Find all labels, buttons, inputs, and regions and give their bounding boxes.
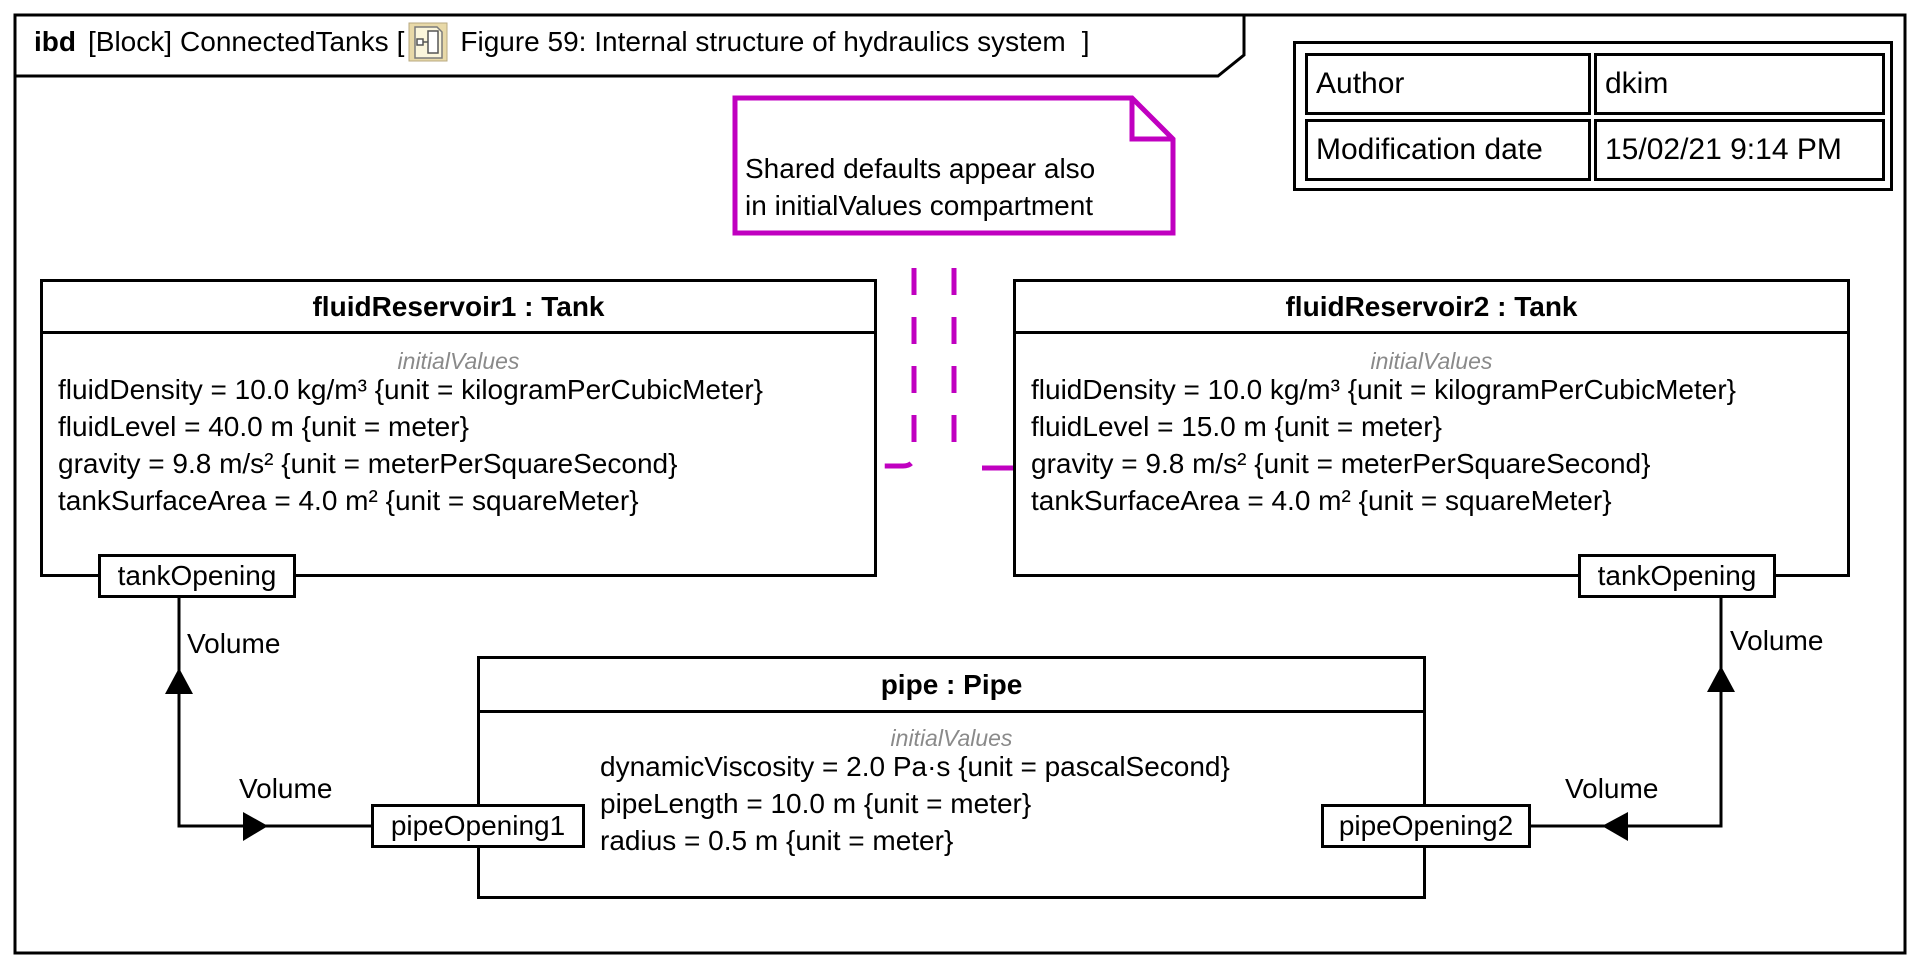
port-pipe-opening-1[interactable]: pipeOpening1 bbox=[371, 804, 585, 848]
info-value-modification-date: 15/02/21 9:14 PM bbox=[1594, 119, 1885, 181]
frame-close-bracket: ] bbox=[1081, 26, 1090, 57]
attribute-tank-surface-area: tankSurfaceArea = 4.0 m² {unit = squareM… bbox=[1031, 485, 1612, 516]
block-fluid-reservoir-2[interactable]: fluidReservoir2 : Tank initialValues flu… bbox=[1013, 279, 1850, 577]
attribute-gravity: gravity = 9.8 m/s² {unit = meterPerSquar… bbox=[1031, 448, 1651, 479]
note-shape bbox=[732, 95, 1176, 236]
attribute-fluid-level: fluidLevel = 40.0 m {unit = meter} bbox=[58, 411, 469, 442]
flow-arrow-left-right bbox=[1602, 812, 1628, 841]
info-label-author: Author bbox=[1305, 53, 1591, 115]
flow-arrow-up-right bbox=[1707, 666, 1735, 692]
attribute-tank-surface-area: tankSurfaceArea = 4.0 m² {unit = squareM… bbox=[58, 485, 639, 516]
attribute-radius: radius = 0.5 m {unit = meter} bbox=[600, 825, 954, 856]
note-anchor-left bbox=[876, 268, 917, 469]
block-title: fluidReservoir1 : Tank bbox=[43, 282, 874, 334]
info-value-author: dkim bbox=[1594, 53, 1885, 115]
port-tank-opening-1[interactable]: tankOpening bbox=[98, 554, 296, 598]
compartment-title: initialValues bbox=[1370, 348, 1493, 374]
attribute-dynamic-viscosity: dynamicViscosity = 2.0 Pa·s {unit = pasc… bbox=[600, 751, 1230, 782]
attribute-gravity: gravity = 9.8 m/s² {unit = meterPerSquar… bbox=[58, 448, 678, 479]
port-tank-opening-2[interactable]: tankOpening bbox=[1578, 554, 1776, 598]
block-title: fluidReservoir2 : Tank bbox=[1016, 282, 1847, 334]
info-table: Author dkim Modification date 15/02/21 9… bbox=[1293, 41, 1893, 191]
block-fluid-reservoir-1[interactable]: fluidReservoir1 : Tank initialValues flu… bbox=[40, 279, 877, 577]
attribute-fluid-level: fluidLevel = 15.0 m {unit = meter} bbox=[1031, 411, 1442, 442]
frame-title: ibd [Block] ConnectedTanks [ Figure 59: … bbox=[34, 22, 1090, 62]
internal-block-diagram-icon bbox=[408, 22, 448, 62]
note-line-1: Shared defaults appear also bbox=[745, 153, 1096, 184]
item-flow-label-left-tank: Volume bbox=[187, 628, 281, 659]
diagram-frame bbox=[13, 13, 1907, 955]
attribute-pipe-length: pipeLength = 10.0 m {unit = meter} bbox=[600, 788, 1032, 819]
frame-diagram-name: Figure 59: Internal structure of hydraul… bbox=[460, 26, 1066, 57]
port-pipe-opening-2[interactable]: pipeOpening2 bbox=[1321, 804, 1531, 848]
block-title: pipe : Pipe bbox=[480, 659, 1423, 713]
item-flow-label-right-tank: Volume bbox=[1730, 625, 1824, 656]
block-pipe[interactable]: pipe : Pipe initialValues dynamicViscosi… bbox=[477, 656, 1426, 899]
item-flow-label-left-pipe: Volume bbox=[239, 773, 333, 804]
frame-title-tab bbox=[15, 15, 1246, 78]
compartment-title: initialValues bbox=[890, 725, 1013, 751]
note-fold bbox=[1129, 98, 1173, 142]
flow-arrow-up-left bbox=[165, 668, 193, 694]
flow-arrow-right-left bbox=[243, 812, 268, 841]
note-line-2: in initialValues compartment bbox=[745, 190, 1094, 221]
frame-kind: ibd bbox=[34, 26, 76, 57]
frame-owner: ConnectedTanks bbox=[180, 26, 389, 57]
item-flow-label-right-pipe: Volume bbox=[1565, 773, 1659, 804]
attribute-fluid-density: fluidDensity = 10.0 kg/m³ {unit = kilogr… bbox=[58, 374, 763, 405]
compartment-title: initialValues bbox=[397, 348, 520, 374]
note-comment[interactable]: Shared defaults appear also in initialVa… bbox=[745, 150, 1095, 224]
info-label-modification-date: Modification date bbox=[1305, 119, 1591, 181]
frame-element-type: [Block] bbox=[88, 26, 173, 57]
frame-open-bracket: [ bbox=[396, 26, 405, 57]
attribute-fluid-density: fluidDensity = 10.0 kg/m³ {unit = kilogr… bbox=[1031, 374, 1736, 405]
